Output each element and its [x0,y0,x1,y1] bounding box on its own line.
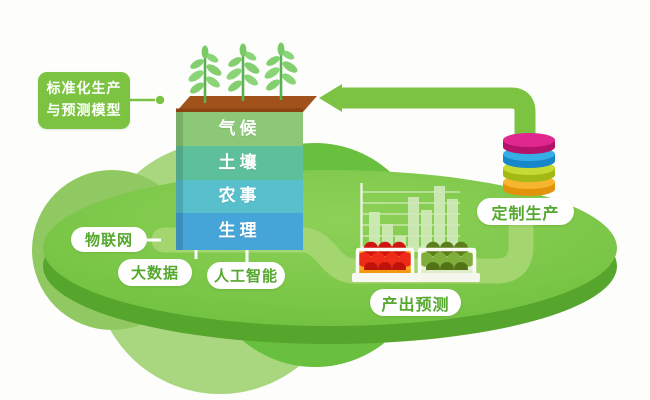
production-disc-stack [503,133,555,196]
arrowhead-left-icon [319,84,342,112]
plant-icon [223,42,263,103]
crate-green-tomatoes [414,241,480,282]
soil-edge [176,108,303,112]
crate-red-tomatoes [352,241,418,282]
plant-icon [185,44,225,105]
box-layers [176,112,303,250]
model-label-connector [130,95,165,105]
data-layer-box [176,41,317,250]
process-path [151,203,534,284]
plant-icon [261,41,301,102]
feedback-arrow [319,84,536,150]
